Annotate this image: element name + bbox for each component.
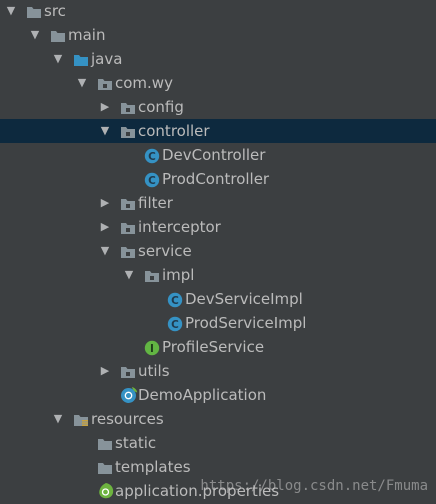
folder-icon [50,27,66,43]
tree-node-label: java [91,50,123,68]
svg-text:C: C [148,151,156,163]
chevron-down-icon[interactable]: ▼ [100,244,110,257]
tree-node-label: impl [162,266,195,284]
package-icon [97,75,113,91]
tree-node-label: resources [91,410,164,428]
tree-node-service[interactable]: ▼ service [0,239,436,263]
tree-node-label: DevController [162,146,266,164]
package-icon [120,219,136,235]
tree-node-label: DemoApplication [138,386,267,404]
chevron-down-icon[interactable]: ▼ [53,52,63,65]
svg-text:C: C [148,175,156,187]
folder-icon [97,459,113,475]
tree-node-profileservice[interactable]: I ProfileService [0,335,436,359]
tree-node-label: ProdServiceImpl [185,314,307,332]
tree-node-utils[interactable]: ▶ utils [0,359,436,383]
class-icon: C [167,315,183,332]
interface-icon: I [144,339,160,356]
chevron-right-icon[interactable]: ▶ [100,364,110,377]
tree-node-java[interactable]: ▼ java [0,47,436,71]
svg-text:C: C [171,319,179,331]
chevron-down-icon[interactable]: ▼ [30,28,40,41]
tree-node-controller[interactable]: ▼ controller [0,119,436,143]
chevron-down-icon[interactable]: ▼ [100,124,110,137]
tree-node-label: service [138,242,192,260]
folder-icon [26,3,42,19]
chevron-right-icon[interactable]: ▶ [100,196,110,209]
tree-node-resources[interactable]: ▼ resources [0,407,436,431]
chevron-down-icon[interactable]: ▼ [77,76,87,89]
tree-node-main[interactable]: ▼ main [0,23,436,47]
svg-text:C: C [171,295,179,307]
tree-node-label: filter [138,194,173,212]
tree-node-com-wy[interactable]: ▼ com.wy [0,71,436,95]
tree-node-label: interceptor [138,218,221,236]
watermark: https://blog.csdn.net/Fmuma [200,478,428,494]
tree-node-label: templates [115,458,191,476]
tree-node-interceptor[interactable]: ▶ interceptor [0,215,436,239]
tree-node-config[interactable]: ▶ config [0,95,436,119]
resources-folder-icon [73,411,89,427]
class-icon: C [167,291,183,308]
tree-node-prodserviceimpl[interactable]: C ProdServiceImpl [0,311,436,335]
package-icon [120,195,136,211]
tree-node-devserviceimpl[interactable]: C DevServiceImpl [0,287,436,311]
tree-node-label: ProdController [162,170,270,188]
tree-node-label: DevServiceImpl [185,290,303,308]
tree-node-src[interactable]: ▼ src [0,0,436,23]
spring-properties-icon [97,482,115,500]
package-icon [120,123,136,139]
spring-boot-class-icon [120,386,138,404]
chevron-down-icon[interactable]: ▼ [6,4,16,17]
package-icon [120,99,136,115]
folder-icon [97,435,113,451]
chevron-right-icon[interactable]: ▶ [100,100,110,113]
tree-node-label: com.wy [115,74,173,92]
package-icon [120,363,136,379]
tree-node-application-properties[interactable]: application.properties [0,479,436,503]
tree-node-templates[interactable]: templates [0,455,436,479]
tree-node-impl[interactable]: ▼ impl [0,263,436,287]
source-folder-icon [73,51,89,67]
tree-node-demoapplication[interactable]: DemoApplication [0,383,436,407]
chevron-right-icon[interactable]: ▶ [100,220,110,233]
package-icon [144,267,160,283]
tree-node-devcontroller[interactable]: C DevController [0,143,436,167]
tree-node-label: utils [138,362,170,380]
tree-node-label: ProfileService [162,338,265,356]
package-icon [120,243,136,259]
tree-node-static[interactable]: static [0,431,436,455]
class-icon: C [144,147,160,164]
tree-node-label: static [115,434,157,452]
tree-node-prodcontroller[interactable]: C ProdController [0,167,436,191]
tree-node-filter[interactable]: ▶ filter [0,191,436,215]
svg-text:I: I [150,343,154,355]
tree-node-label: config [138,98,184,116]
tree-node-label: controller [138,122,210,140]
chevron-down-icon[interactable]: ▼ [124,268,134,281]
tree-node-label: src [44,2,66,20]
tree-node-label: main [68,26,106,44]
class-icon: C [144,171,160,188]
tree-node-label: application.properties [115,482,280,500]
chevron-down-icon[interactable]: ▼ [53,412,63,425]
